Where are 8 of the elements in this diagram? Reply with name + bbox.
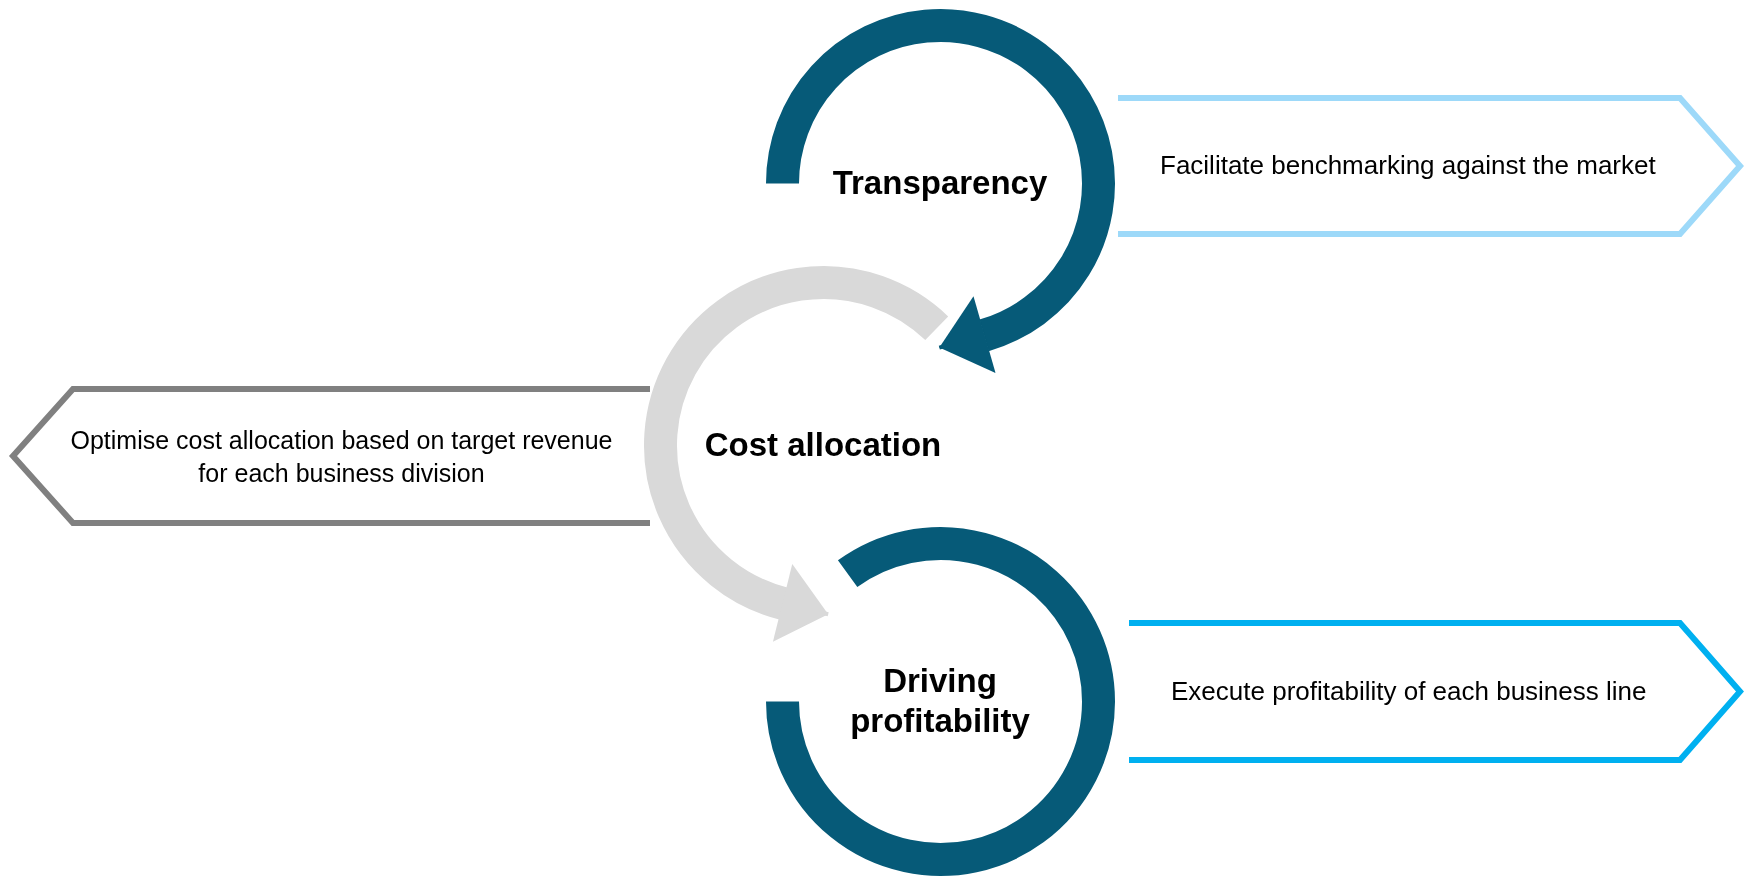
arrowhead — [772, 564, 829, 642]
arrowhead — [938, 296, 996, 374]
step-title: Cost allocation — [703, 425, 943, 465]
description-text: Facilitate benchmarking against the market — [1160, 149, 1657, 183]
description-text: Optimise cost allocation based on target revenue for each business division — [69, 424, 614, 488]
description-text: Execute profitability of each business line — [1171, 674, 1648, 708]
step-title: Transparency — [831, 163, 1049, 203]
step-title: Driving profitability — [849, 661, 1031, 741]
